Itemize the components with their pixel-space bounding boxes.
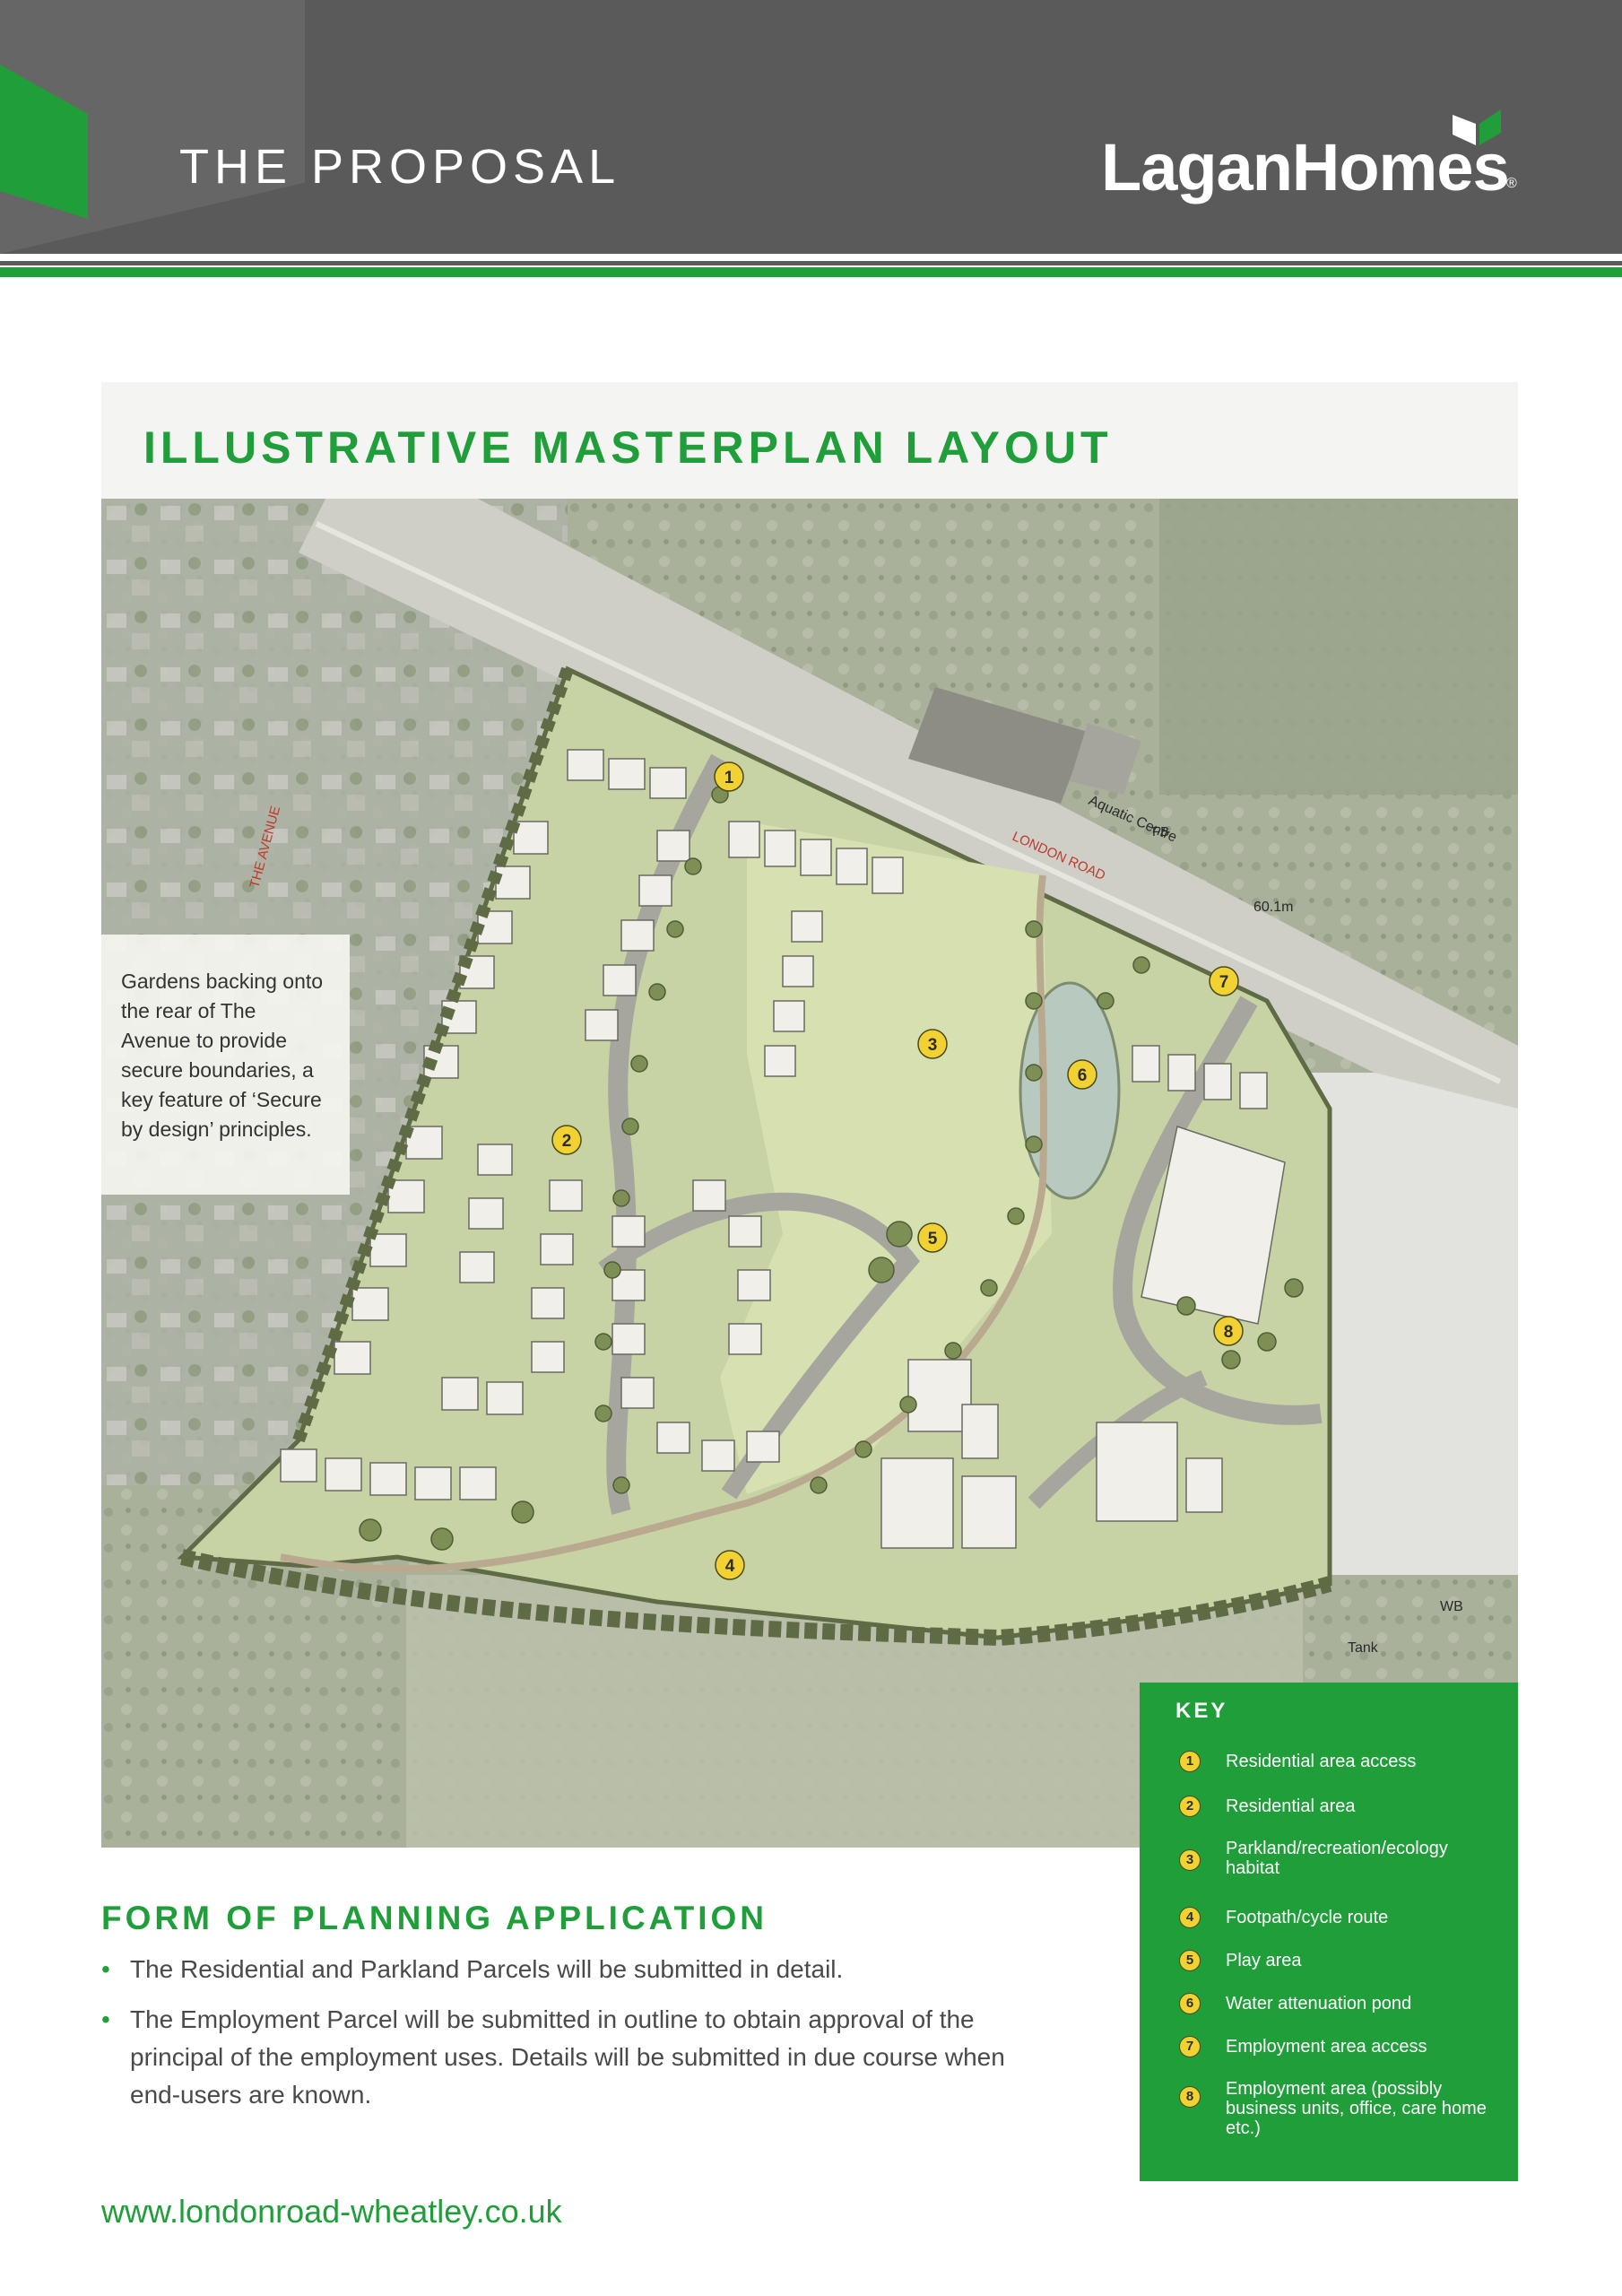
key-label: Play area	[1226, 1951, 1302, 1970]
planning-bullet-list: • The Residential and Parkland Parcels w…	[101, 1951, 1043, 2126]
callout-text: Gardens backing onto the rear of The Ave…	[121, 970, 324, 1141]
masterplan-map: THE AVENUE LONDON ROAD Aquatic Centre FB…	[101, 499, 1518, 1848]
key-number: 8	[1179, 2086, 1201, 2108]
logo-registered-mark: ®	[1506, 176, 1517, 191]
website-link[interactable]: www.londonroad-wheatley.co.uk	[101, 2193, 562, 2230]
map-marker-1: 1	[714, 761, 744, 792]
key-label: Residential area access	[1226, 1752, 1417, 1771]
planning-bullet-text: The Residential and Parkland Parcels wil…	[130, 1955, 844, 1983]
secure-by-design-callout: Gardens backing onto the rear of The Ave…	[101, 935, 350, 1195]
key-label: Footpath/cycle route	[1226, 1908, 1389, 1927]
page-header: THE PROPOSAL LaganHomes ®	[0, 0, 1622, 254]
map-marker-5: 5	[917, 1222, 948, 1253]
map-marker-2: 2	[551, 1125, 582, 1155]
map-marker-3: 3	[917, 1029, 948, 1059]
key-label: Parkland/recreation/ecology habitat	[1226, 1839, 1448, 1878]
map-marker-4: 4	[715, 1550, 745, 1580]
svg-text:5: 5	[928, 1230, 938, 1248]
map-marker-8: 8	[1213, 1316, 1244, 1346]
key-title: KEY	[1175, 1699, 1228, 1723]
key-label: Water attenuation pond	[1226, 1994, 1412, 2013]
label-tank: Tank	[1348, 1640, 1379, 1656]
key-label: Employment area access	[1226, 2037, 1427, 2057]
key-number: 7	[1179, 2036, 1201, 2057]
label-spot-height: 60.1m	[1253, 900, 1293, 915]
key-number: 6	[1179, 1993, 1201, 2014]
logo-roof-icon	[1453, 109, 1501, 145]
map-marker-6: 6	[1067, 1059, 1097, 1090]
masterplan-title: ILLUSTRATIVE MASTERPLAN LAYOUT	[143, 422, 1113, 473]
key-label: Employment area (possibly business units…	[1226, 2079, 1487, 2138]
logo-wordmark: LaganHomes	[1101, 130, 1510, 204]
map-marker-7: 7	[1209, 966, 1239, 996]
svg-text:3: 3	[928, 1036, 938, 1055]
svg-text:4: 4	[725, 1557, 735, 1576]
svg-text:2: 2	[562, 1132, 572, 1151]
masterplan-title-band	[101, 382, 1518, 499]
svg-text:7: 7	[1219, 973, 1229, 992]
planning-bullet: • The Employment Parcel will be submitte…	[101, 2001, 1043, 2114]
key-number: 1	[1179, 1751, 1201, 1772]
key-number: 3	[1179, 1849, 1201, 1871]
header-rule-grey	[0, 261, 1622, 265]
key-number: 2	[1179, 1796, 1201, 1817]
bullet-dot-icon: •	[101, 1955, 110, 1983]
key-label: Residential area	[1226, 1796, 1356, 1816]
planning-bullet-text: The Employment Parcel will be submitted …	[130, 2005, 1005, 2109]
key-number: 5	[1179, 1950, 1201, 1971]
page-section-title: THE PROPOSAL	[179, 140, 621, 194]
svg-text:6: 6	[1078, 1066, 1088, 1085]
label-wb: WB	[1440, 1599, 1463, 1614]
label-fb: FB	[1152, 824, 1169, 839]
planning-bullet: • The Residential and Parkland Parcels w…	[101, 1951, 1043, 1988]
header-rule-green	[0, 267, 1622, 277]
map-key: KEY 1 Residential area access 2 Resident…	[1140, 1683, 1518, 2181]
bullet-dot-icon: •	[101, 2005, 110, 2033]
key-number: 4	[1179, 1907, 1201, 1928]
svg-text:1: 1	[724, 769, 734, 787]
planning-title: FORM OF PLANNING APPLICATION	[101, 1900, 768, 1936]
svg-text:8: 8	[1224, 1323, 1234, 1342]
lagan-homes-logo: LaganHomes ®	[1101, 106, 1522, 213]
